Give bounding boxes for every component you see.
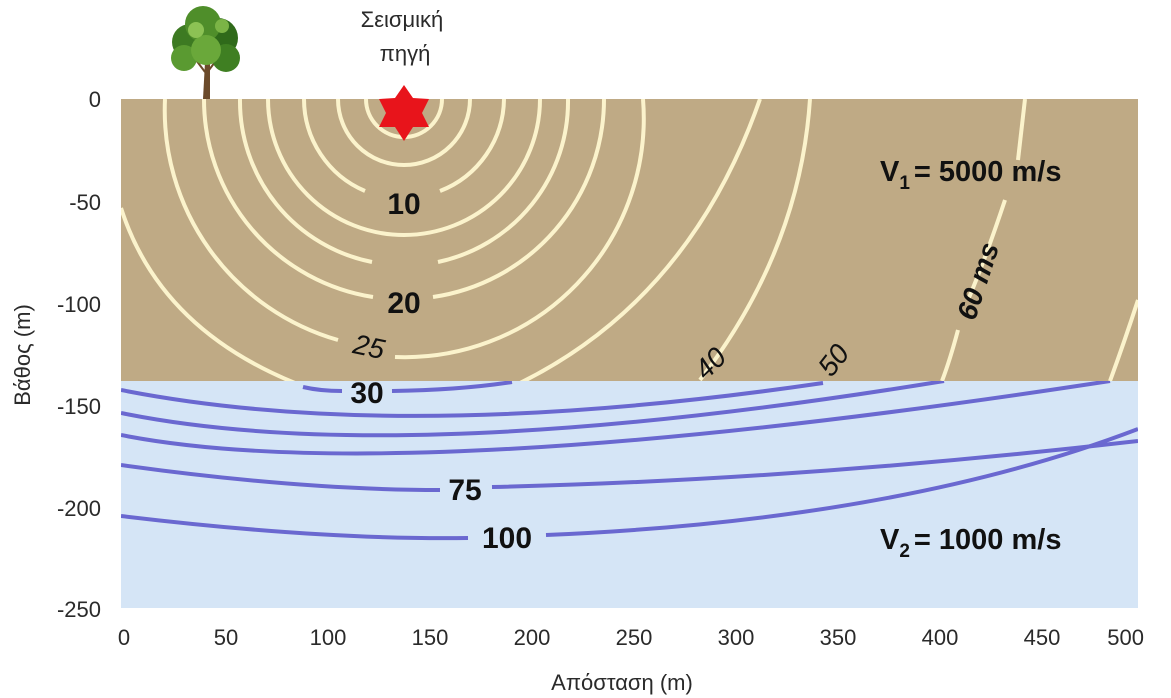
tree-icon bbox=[171, 6, 240, 99]
x-axis: 0 50 100 150 200 250 300 350 400 450 500… bbox=[118, 625, 1144, 695]
y-tick-4: -200 bbox=[57, 496, 101, 521]
contour-label-30: 30 bbox=[350, 377, 383, 410]
x-tick-8: 400 bbox=[922, 625, 959, 650]
y-tick-5: -250 bbox=[57, 597, 101, 622]
y-tick-1: -50 bbox=[69, 190, 101, 215]
x-tick-5: 250 bbox=[616, 625, 653, 650]
y-tick-2: -100 bbox=[57, 292, 101, 317]
x-tick-2: 100 bbox=[310, 625, 347, 650]
upper-layer bbox=[121, 99, 1138, 381]
source-label: Σεισμική πηγή bbox=[361, 7, 450, 66]
y-tick-0: 0 bbox=[89, 87, 101, 112]
x-tick-6: 300 bbox=[718, 625, 755, 650]
x-tick-7: 350 bbox=[820, 625, 857, 650]
x-tick-1: 50 bbox=[214, 625, 238, 650]
contour-label-75: 75 bbox=[448, 474, 481, 507]
x-tick-0: 0 bbox=[118, 625, 130, 650]
x-tick-9: 450 bbox=[1024, 625, 1061, 650]
x-tick-3: 150 bbox=[412, 625, 449, 650]
lower-contours bbox=[121, 381, 1138, 541]
contour-label-25: 25 bbox=[350, 328, 388, 365]
y-tick-3: -150 bbox=[57, 394, 101, 419]
upper-velocity-label: V1= 5000 m/s bbox=[880, 156, 1061, 194]
x-tick-4: 200 bbox=[514, 625, 551, 650]
x-axis-label: Απόσταση (m) bbox=[551, 670, 693, 695]
upper-contours bbox=[121, 99, 1138, 381]
star-icon bbox=[379, 85, 429, 141]
y-axis-label: Βάθος (m) bbox=[10, 304, 35, 406]
lower-velocity-label: V2= 1000 m/s bbox=[880, 524, 1061, 562]
x-tick-10: 500 bbox=[1107, 625, 1144, 650]
lower-layer bbox=[121, 381, 1138, 608]
contour-label-10: 10 bbox=[387, 188, 420, 221]
contour-label-20: 20 bbox=[387, 287, 420, 320]
y-axis: 0 -50 -100 -150 -200 -250 Βάθος (m) bbox=[10, 87, 101, 622]
contour-label-100: 100 bbox=[482, 522, 532, 555]
